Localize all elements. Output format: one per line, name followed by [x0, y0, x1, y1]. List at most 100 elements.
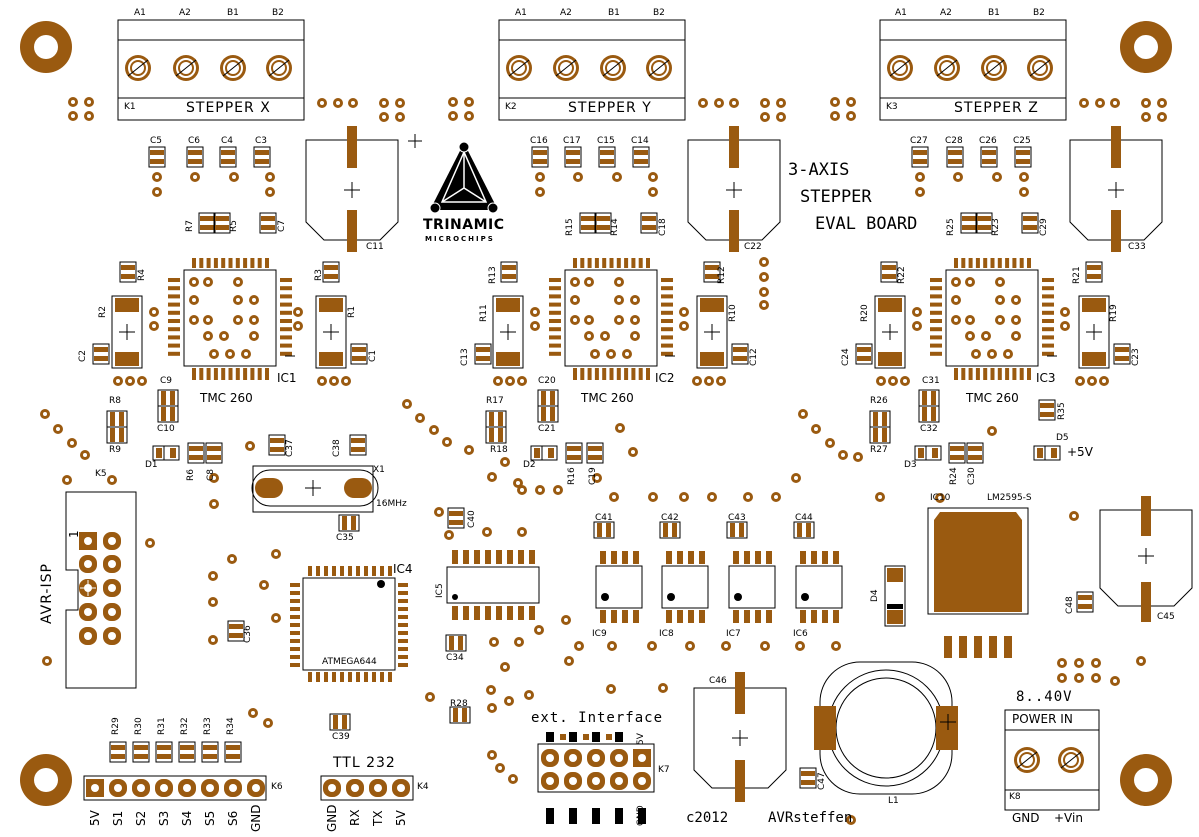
part-label: C48: [1065, 596, 1075, 614]
part-label: C35: [336, 533, 354, 543]
k6-pin-label: S4: [180, 810, 194, 826]
part-label: R20: [860, 304, 870, 322]
part-label: K7: [658, 765, 670, 775]
part-label: R35: [1057, 402, 1067, 420]
part-label: R27: [870, 445, 888, 455]
part-label: C2: [78, 349, 88, 362]
cap-label: C11: [366, 242, 384, 252]
k1-ref: K1: [124, 102, 136, 112]
part-label: R3: [314, 269, 324, 281]
k4-header: [320, 775, 414, 801]
plus-marks: [344, 134, 1154, 746]
cap-label: C25: [1013, 136, 1031, 146]
part-label: C20: [538, 376, 556, 386]
cap-label: C33: [1128, 242, 1146, 252]
part-label: C9: [160, 376, 173, 386]
part-label: C41: [595, 513, 613, 523]
cap-label: C27: [910, 136, 928, 146]
k2-pin-a2: A2: [560, 8, 572, 18]
part-label: C10: [157, 424, 175, 434]
ic5-pads: [452, 550, 535, 620]
part-label: IC9: [592, 629, 607, 639]
stepper-y-label: STEPPER Y: [568, 100, 652, 116]
ttl-pin-label: RX: [348, 809, 362, 826]
part-label: C7: [277, 219, 287, 232]
k3-pin-a2: A2: [940, 8, 952, 18]
part-label: D1: [145, 460, 158, 470]
part-label: D3: [904, 460, 917, 470]
driver-ic-outlines: [183, 269, 1039, 367]
part-label: C29: [1039, 218, 1049, 236]
part-label: C42: [661, 513, 679, 523]
part-label: L1: [888, 796, 899, 806]
chip-label: TMC 260: [966, 391, 1019, 405]
part-label: C24: [841, 348, 851, 366]
k6-pin-label: S2: [134, 810, 148, 826]
board-title-line2: STEPPER: [800, 187, 872, 207]
crystal-freq: 16MHz: [376, 499, 407, 509]
k1-pin-a1: A1: [134, 8, 146, 18]
ic3-label: IC3: [1036, 371, 1056, 385]
electrolytic-caps: [305, 139, 1193, 789]
chip-label: TMC 260: [581, 391, 634, 405]
part-label: R17: [486, 396, 504, 406]
part-label: R7: [185, 220, 195, 232]
k6-pin-label: S1: [111, 810, 125, 826]
top-cap-row: [92, 146, 1131, 365]
part-label: C19: [588, 467, 598, 485]
k1-pin-b2: B2: [272, 8, 284, 18]
cap-label: C46: [709, 676, 727, 686]
k1-pin-a2: A2: [179, 8, 191, 18]
part-label: R15: [565, 218, 575, 236]
cap-label: C15: [597, 136, 615, 146]
terminal-screws: [124, 54, 1054, 82]
k6-pin-label: S6: [226, 810, 240, 826]
part-label: R9: [109, 445, 121, 455]
part-label: C38: [332, 439, 342, 457]
part-label: K6: [271, 782, 283, 792]
crystal: [251, 465, 379, 513]
part-label: C12: [749, 348, 759, 366]
part-label: R4: [137, 269, 147, 281]
k6-header: [83, 741, 267, 801]
k2-pin-b1: B1: [608, 8, 620, 18]
power-pin-label: GND: [1012, 811, 1040, 825]
part-label: X1: [373, 465, 385, 475]
power-range: 8..40V: [1016, 689, 1073, 705]
part-label: K8: [1009, 792, 1021, 802]
sense-resistors: [111, 295, 1110, 369]
regulator: [927, 507, 1029, 658]
cap-label: C14: [631, 136, 649, 146]
part-label: C40: [467, 510, 477, 528]
chip-label: TMC 260: [200, 391, 253, 405]
part-label: R28: [450, 699, 468, 709]
ic5: [446, 566, 540, 604]
part-label: K5: [95, 469, 107, 479]
ttl-pin-label: 5V: [394, 810, 408, 826]
part-label: R6: [186, 469, 196, 481]
part-label: R26: [870, 396, 888, 406]
footer-year: c2012: [686, 810, 729, 826]
power-terminal: [1004, 709, 1100, 811]
part-label: C39: [332, 732, 350, 742]
k2-ref: K2: [505, 102, 517, 112]
part-label: IC6: [793, 629, 808, 639]
part-label: R5: [229, 220, 239, 232]
part-label: IC10: [930, 493, 951, 503]
part-label: C36: [243, 625, 253, 643]
small-ics: [595, 551, 843, 623]
ttl-pin-label: GND: [325, 804, 339, 832]
part-label: R25: [946, 218, 956, 236]
cap-label: C22: [744, 242, 762, 252]
diodes: [152, 445, 1061, 627]
power-title: POWER IN: [1012, 712, 1073, 726]
part-label: R10: [728, 304, 738, 322]
part-label: R2: [98, 306, 108, 318]
part-label: C8: [206, 468, 216, 481]
part-label: R12: [717, 266, 727, 284]
part-label: C18: [658, 218, 668, 236]
part-label: R22: [897, 266, 907, 284]
k6-pin-label: S5: [203, 810, 217, 826]
part-label: R18: [490, 445, 508, 455]
part-label: R23: [991, 218, 1001, 236]
